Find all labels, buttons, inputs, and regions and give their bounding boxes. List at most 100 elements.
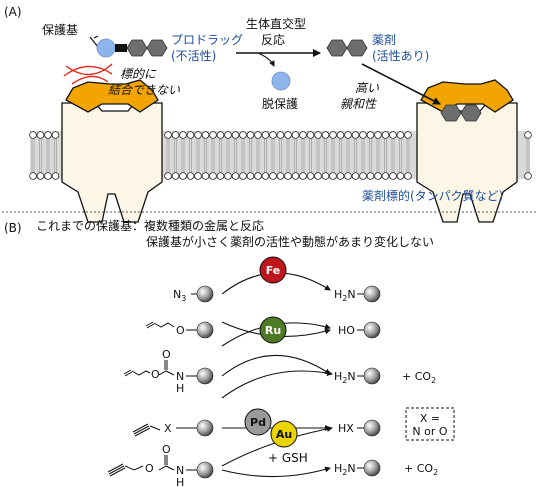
poc-h-label: H (176, 476, 184, 487)
high-affinity-label: 高い (355, 81, 379, 95)
lipid-head (216, 172, 225, 180)
lipid-head (389, 172, 397, 180)
lipid-head (186, 131, 195, 139)
no-binding-label-2: 結合できない (108, 83, 180, 97)
lipid-head (404, 172, 412, 180)
lipid-head (321, 131, 330, 139)
ru-label: Ru (265, 324, 281, 337)
lipid-head (164, 131, 172, 139)
svg-text:+ CO2: + CO2 (404, 462, 438, 477)
svg-text:N or O: N or O (412, 425, 447, 438)
no-binding-label: 標的に (120, 67, 157, 81)
lipid-head (321, 172, 330, 180)
substrate-poc-carbamate (107, 455, 197, 477)
lipid-tail (226, 139, 230, 172)
protein-target-left (61, 79, 163, 223)
lipid-tail (54, 139, 57, 172)
svg-text:+ CO2: + CO2 (402, 370, 436, 385)
lipid-tail (324, 139, 327, 172)
lipid-head (329, 172, 337, 180)
lipid-tail (196, 139, 200, 172)
lipid-head (389, 131, 397, 139)
lipid-head (306, 131, 315, 139)
protecting-group-label: 保護基 (42, 22, 78, 37)
no-binding-cross-icon (63, 63, 113, 85)
lipid-head (44, 131, 52, 139)
lipid-head (524, 131, 532, 139)
lipid-tail (346, 139, 350, 172)
lipid-tail (181, 139, 185, 172)
lipid-head (179, 131, 187, 139)
product-hx: HX (338, 419, 381, 437)
lipid-head (171, 131, 180, 139)
reaction-label: 反応 (261, 33, 285, 47)
lipid-head (381, 131, 390, 139)
lipid-tail (309, 139, 312, 172)
panel-a-label: (A) (4, 5, 22, 19)
lipid-head (246, 172, 255, 180)
propargyl-x-label: X (164, 422, 172, 435)
lipid-head (396, 131, 405, 139)
high-affinity-label-2: 親和性 (340, 97, 377, 111)
lipid-head (209, 172, 217, 180)
lipid-head (51, 131, 60, 139)
lipid-head (344, 131, 352, 139)
lipid-tail (361, 139, 365, 172)
lipid-head (284, 131, 292, 139)
lipid-tail (234, 139, 237, 172)
lipid-tail (286, 139, 290, 172)
lipid-tail (204, 139, 207, 172)
poc-o1-label: O (145, 462, 154, 475)
lipid-head (231, 131, 240, 139)
lipid-head (239, 131, 247, 139)
lipid-tail (256, 139, 260, 172)
lipid-tail (279, 139, 282, 172)
svg-text:N3: N3 (173, 288, 186, 303)
lipid-head (201, 172, 210, 180)
lipid-head (269, 172, 277, 180)
header-line-2: 保護基が小さく薬剤の活性や動態があまり変化しない (146, 234, 434, 249)
x-definition-box: X = N or O (405, 407, 455, 441)
carbamate-o2-label: O (162, 348, 171, 361)
lipid-tail (406, 139, 410, 172)
lipid-head (194, 172, 202, 180)
substrate-alloc-carbamate (123, 360, 197, 377)
lipid-head (314, 131, 322, 139)
svg-text:X =: X = (420, 412, 440, 425)
substrate-propargyl (132, 423, 197, 437)
lipid-head (36, 172, 45, 180)
poc-n-label: N (176, 464, 184, 477)
lipid-head (224, 131, 232, 139)
lipid-head (269, 131, 277, 139)
lipid-head (29, 172, 37, 180)
lipid-head (351, 172, 360, 180)
lipid-head (186, 172, 195, 180)
lipid-tail (219, 139, 222, 172)
substrate-balls (196, 285, 214, 479)
lipid-head (164, 172, 172, 180)
lipid-head (314, 172, 322, 180)
fe-label: Fe (266, 264, 281, 277)
substrate-allyl-ether (145, 321, 197, 331)
prodrug-inactive-label: (不活性) (171, 49, 216, 63)
lipid-tail (241, 139, 245, 172)
svg-text:H2N: H2N (334, 462, 356, 477)
lipid-head (216, 131, 225, 139)
lipid-head (329, 131, 337, 139)
lipid-head (51, 172, 60, 180)
released-protecting-group (271, 71, 291, 91)
product-amine-1: H2N (334, 285, 381, 303)
deprotection-label: 脱保護 (262, 96, 298, 111)
lipid-head (239, 172, 247, 180)
lipid-head (396, 172, 405, 180)
lipid-head (336, 172, 345, 180)
lipid-head (29, 131, 37, 139)
lipid-tail (316, 139, 320, 172)
lipid-head (194, 131, 202, 139)
lipid-head (44, 172, 52, 180)
pd-catalyst: Pd (244, 408, 272, 436)
product-amine-2: H2N + CO2 (334, 367, 436, 385)
pd-label: Pd (250, 416, 266, 429)
lipid-tail (211, 139, 215, 172)
lipid-head (201, 131, 210, 139)
